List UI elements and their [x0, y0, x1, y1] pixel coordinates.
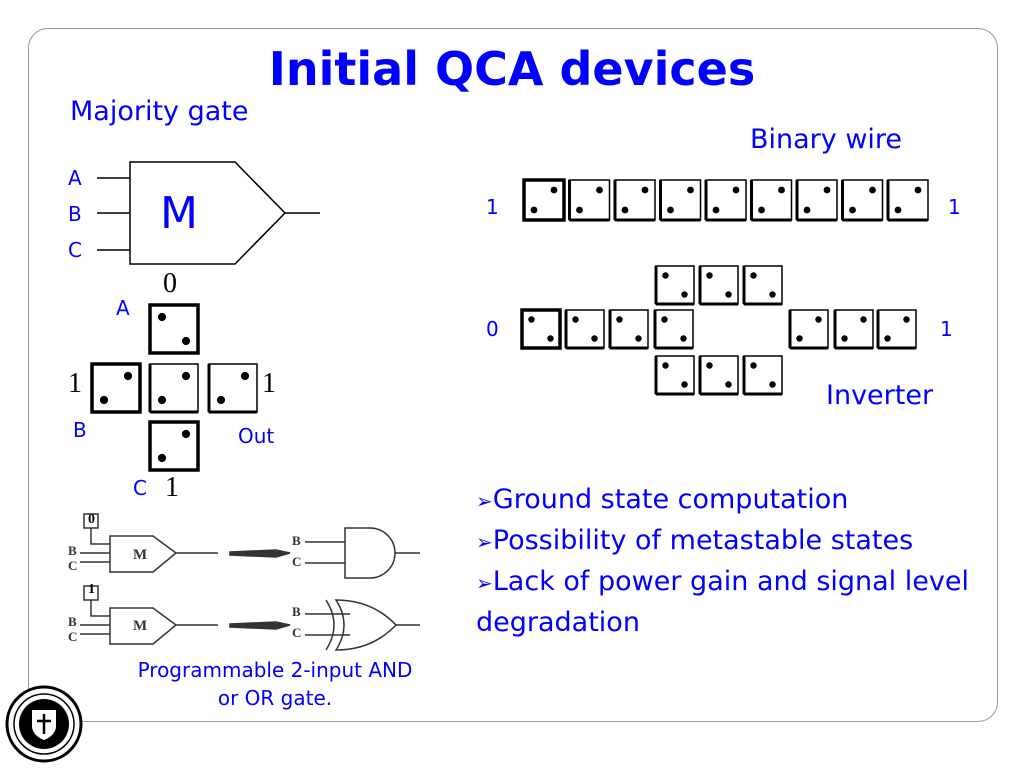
majority-gate-body: [129, 161, 287, 265]
binary-wire-cell: [841, 179, 884, 222]
programmable-caption: Programmable 2-input AND or OR gate.: [137, 658, 413, 710]
inverter-cell-output: [876, 309, 917, 350]
majority-gate-symbol: [97, 161, 320, 265]
mini-majority-gate: [109, 607, 178, 645]
qca-cells: [90, 178, 929, 472]
binary-wire-right-value: 1: [948, 195, 961, 219]
and-m-label: M: [133, 547, 148, 563]
input-b-label: B: [68, 202, 82, 226]
or-control-value: 1: [88, 582, 95, 597]
inverter-upper-cell: [742, 265, 783, 306]
cell-label-c: C: [133, 476, 147, 500]
programmable-gates: [80, 513, 420, 651]
inverter-upper-cell: [654, 265, 695, 306]
and-gate-b-label: B: [292, 533, 301, 548]
cell-label-b: B: [73, 418, 87, 442]
cell-right-value: 1: [262, 368, 276, 399]
binary-wire-cell: [750, 179, 793, 222]
and-c-label: C: [68, 558, 78, 573]
majority-gate-label: M: [160, 188, 198, 239]
inverter-lower-cell: [698, 355, 739, 396]
or-gate-icon: [334, 599, 398, 651]
bullet-arrow-icon: ➢: [476, 571, 493, 595]
or-gate-b-label: B: [292, 604, 301, 619]
and-gate-icon: [344, 527, 396, 579]
inverter-left-value: 0: [486, 317, 499, 341]
binary-wire-heading: Binary wire: [750, 124, 903, 155]
slide-title: Initial QCA devices: [268, 42, 756, 96]
cell-bottom-value: 1: [165, 472, 179, 503]
majority-cell-a: [148, 303, 200, 355]
inverter-cell-output: [833, 309, 874, 350]
cell-top-value: 0: [163, 268, 177, 299]
binary-wire-cell: [522, 178, 566, 222]
inverter-cell-output: [788, 309, 829, 350]
majority-cell-b-input: [90, 362, 142, 414]
binary-wire-cell: [659, 179, 702, 222]
mini-majority-gate: [109, 535, 178, 573]
inverter-heading: Inverter: [826, 380, 934, 411]
bullet-item: ➢Lack of power gain and signal level deg…: [476, 566, 969, 638]
inverter-right-value: 1: [940, 317, 953, 341]
inverter-lower-cell: [654, 355, 695, 396]
and-b-label: B: [68, 543, 77, 558]
inverter-cell: [564, 309, 605, 350]
or-gate-c-label: C: [292, 625, 302, 640]
inverter-cell: [608, 309, 649, 350]
arrow-icon: [229, 621, 291, 630]
bullet-item: ➢Ground state computation: [476, 484, 849, 515]
arrow-icon: [229, 549, 291, 558]
binary-wire-cell: [795, 179, 838, 222]
inverter-cell: [653, 309, 694, 350]
binary-wire-cell: [568, 179, 611, 222]
and-control-value: 0: [88, 512, 95, 527]
bullet-item: ➢Possibility of metastable states: [476, 525, 914, 556]
majority-cell-output: [207, 363, 258, 414]
bullet-arrow-icon: ➢: [476, 530, 493, 554]
binary-wire-cell: [613, 179, 656, 222]
bullet-arrow-icon: ➢: [476, 489, 493, 513]
inverter-upper-cell: [698, 265, 739, 306]
bullet-list: ➢Ground state computation ➢Possibility o…: [476, 480, 986, 643]
cell-label-out: Out: [238, 424, 275, 448]
inverter-lower-cell: [742, 355, 783, 396]
and-gate-c-label: C: [292, 554, 302, 569]
or-b-label: B: [68, 614, 77, 629]
or-m-label: M: [133, 618, 148, 634]
majority-gate-heading: Majority gate: [70, 96, 249, 127]
binary-wire-cell: [886, 179, 929, 222]
inverter-cell-input: [520, 308, 562, 350]
majority-cell-c: [148, 420, 200, 472]
majority-cell-center: [148, 363, 199, 414]
binary-wire-cell: [704, 179, 747, 222]
binary-wire-left-value: 1: [486, 195, 499, 219]
input-c-label: C: [68, 238, 82, 262]
cell-label-a: A: [116, 296, 130, 320]
university-seal-logo: [4, 684, 84, 764]
input-a-label: A: [68, 166, 82, 190]
cell-left-value: 1: [68, 368, 82, 399]
or-c-label: C: [68, 629, 78, 644]
